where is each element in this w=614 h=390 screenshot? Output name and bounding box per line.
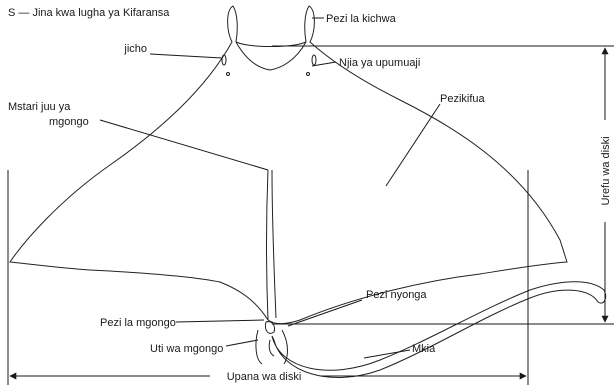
label-mid-dorsal-line: Mstari juu ya <box>8 101 71 113</box>
leader-spine <box>225 339 259 347</box>
label-eye: jicho <box>123 43 147 55</box>
label-pectoral-fin: Pezikifua <box>440 93 486 105</box>
leader-eye <box>149 53 223 59</box>
label-disc-width: Upana wa diski <box>227 371 302 383</box>
head-front-edge <box>235 41 307 47</box>
leader-mid-dorsal-line <box>99 119 269 171</box>
ray-body-outline <box>9 5 568 325</box>
right-clasper <box>281 329 288 365</box>
label-pelvic-fin: Pezi nyonga <box>366 289 427 301</box>
label-spiracle: Njia ya upumuaji <box>339 57 420 69</box>
label-spine: Uti wa mgongo <box>150 343 223 355</box>
label-cephalic-fin: Pezi la kichwa <box>326 13 397 25</box>
tail-outline <box>271 281 607 378</box>
mid-dorsal-body-line-2 <box>271 169 277 319</box>
dorsal-fin-shape <box>265 321 275 334</box>
label-dorsal-fin: Pezi la mgongo <box>100 317 176 329</box>
leader-spiracle <box>311 61 337 67</box>
leader-pectoral-fin <box>385 103 441 187</box>
pelvic-fin-shape <box>268 339 275 357</box>
right-eye-shape <box>311 54 317 66</box>
left-eye-shape <box>221 54 227 66</box>
leader-pelvic-fin <box>287 299 363 327</box>
left-clasper <box>255 329 263 365</box>
label-mid-dorsal-line-2: mgongo <box>49 116 89 128</box>
left-spiracle <box>226 72 230 76</box>
header-title: S — Jina kwa lugha ya Kifaransa <box>8 7 170 19</box>
right-spiracle <box>306 72 310 76</box>
mid-dorsal-body-line <box>266 169 269 321</box>
label-disc-length: Urefu wa diski <box>600 136 612 205</box>
leader-tail <box>363 349 411 359</box>
leader-dorsal-fin <box>175 319 265 323</box>
label-tail: Mkia <box>412 343 436 355</box>
